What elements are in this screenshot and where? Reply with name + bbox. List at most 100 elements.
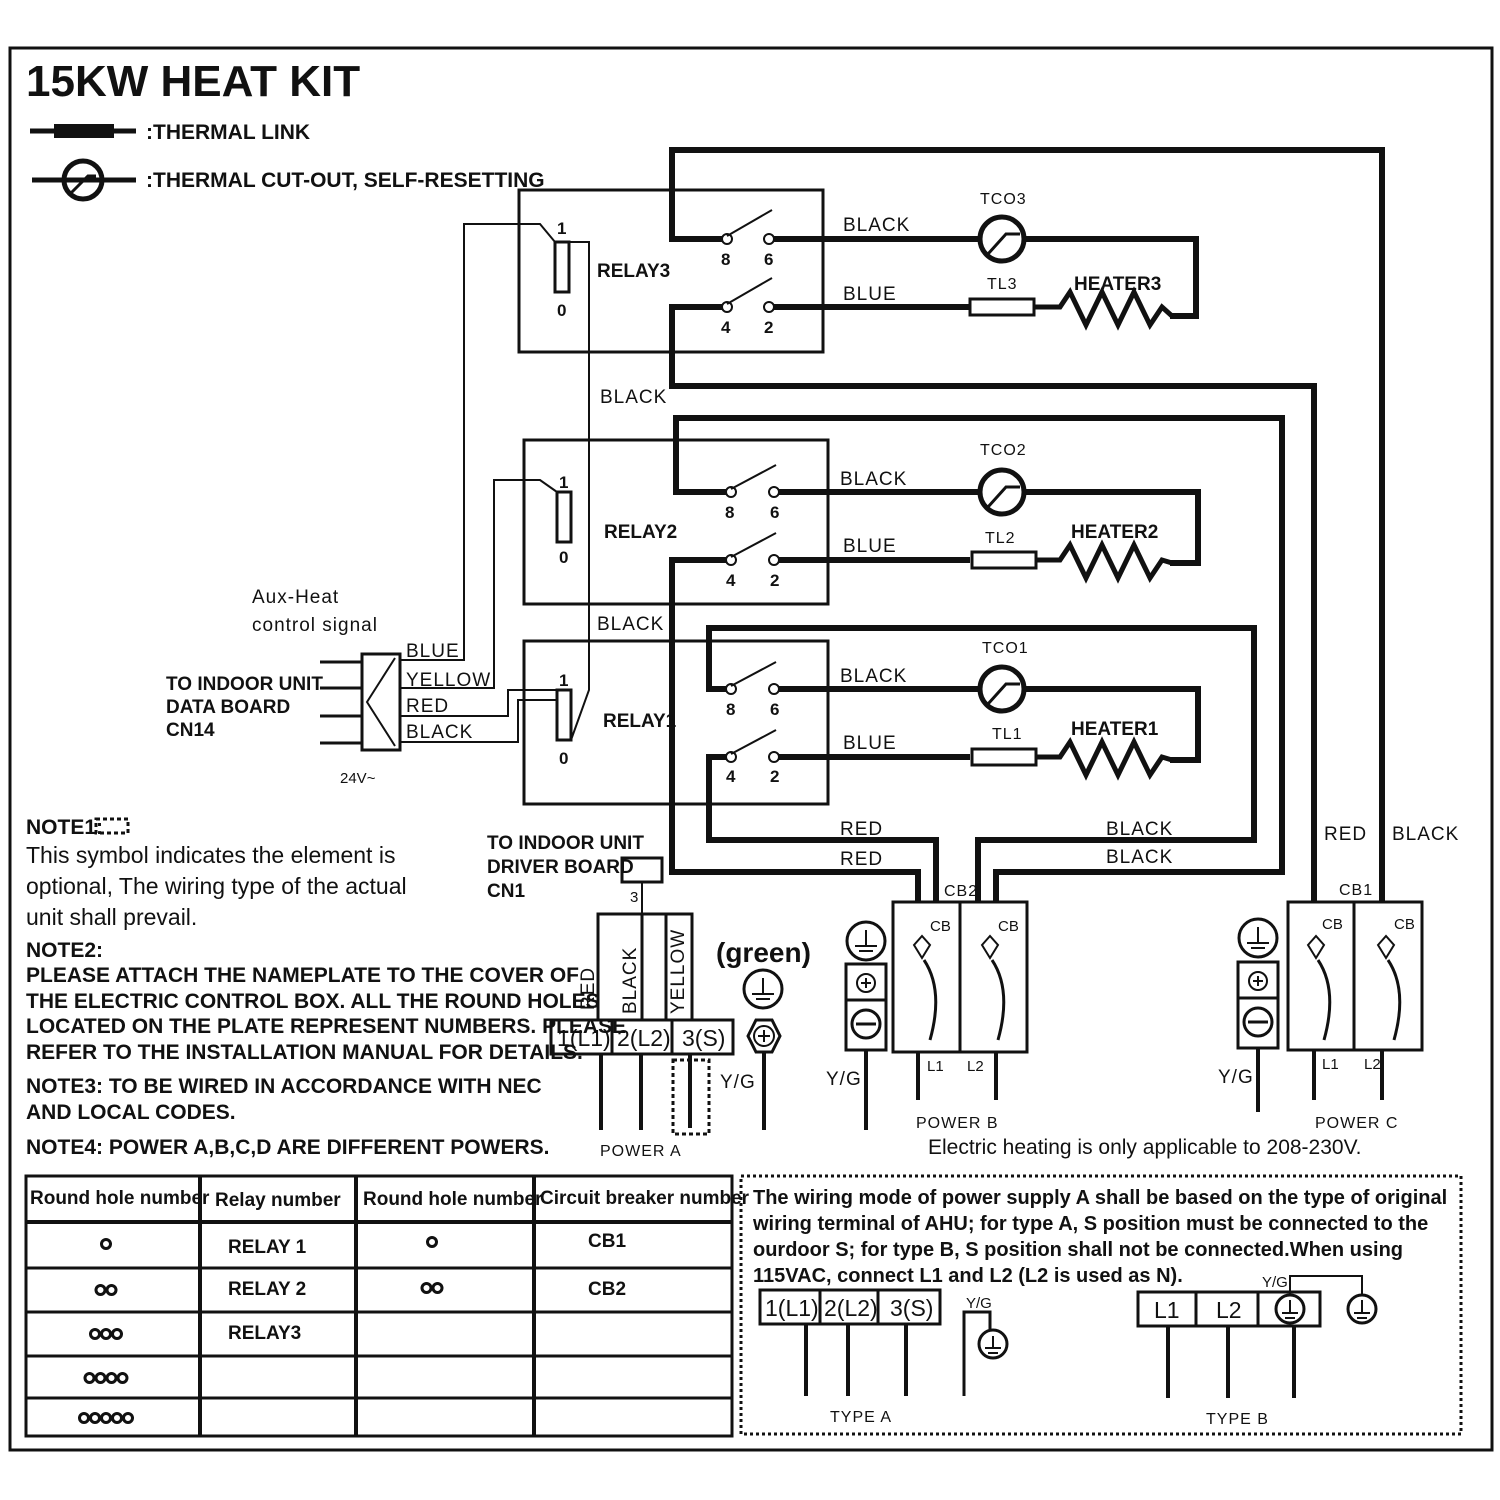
control-black-wire — [400, 699, 557, 743]
relay2-label: RELAY2 — [604, 522, 677, 543]
type-a-ground-icon — [977, 1328, 1009, 1360]
wire-black-label-2: BLACK — [1106, 847, 1173, 868]
round-hole-mark — [78, 1412, 90, 1424]
table-row-2-relay: RELAY 2 — [228, 1279, 306, 1300]
power-a-terminal-2: 2(L2) — [617, 1025, 671, 1051]
relay1-pin-8: 8 — [726, 700, 735, 719]
wire-black-label-c: BLACK — [1392, 824, 1459, 845]
power-b-ground-block — [844, 962, 888, 1052]
tco1-label: TCO1 — [982, 640, 1029, 657]
relay1-label: RELAY1 — [603, 711, 677, 732]
tl3-icon — [968, 297, 1036, 317]
note1-title: NOTE1: — [26, 816, 103, 839]
power-a-green-label: (green) — [716, 937, 811, 968]
relay3-label: RELAY3 — [597, 261, 670, 282]
round-hole-mark — [116, 1372, 129, 1384]
type-b-terminal-1: L1 — [1154, 1297, 1180, 1323]
cn1-pin-label: 3 — [630, 889, 638, 906]
power-b-l1: L1 — [927, 1058, 944, 1075]
aux-heat-label: Aux-Heat — [252, 587, 339, 608]
relay3-coil-bottom: 0 — [557, 301, 566, 320]
hole-marks — [78, 1236, 444, 1424]
relay2-pin-6: 6 — [770, 503, 779, 522]
note3-line-1: NOTE3: TO BE WIRED IN ACCORDANCE WITH NE… — [26, 1075, 542, 1098]
optional-symbol-icon — [94, 817, 130, 835]
type-a-terminal-1: 1(L1) — [765, 1295, 819, 1321]
indoor-driver-label-3: CN1 — [487, 881, 525, 902]
wiring-mode-line-3: ourdoor S; for type B, S position shall … — [753, 1239, 1403, 1261]
power-c-ground-icon — [1237, 917, 1279, 959]
note2-line-4: REFER TO THE INSTALLATION MANUAL FOR DET… — [26, 1041, 583, 1064]
power-a-ground-icon — [742, 968, 784, 1010]
control-black-label: BLACK — [406, 722, 473, 743]
wire-black-label-1: BLACK — [1106, 819, 1173, 840]
outer-frame — [8, 46, 1494, 1452]
heater2-label: HEATER2 — [1071, 522, 1158, 543]
thermal-cutout-icon — [61, 158, 105, 202]
relay3-heater-loop — [1024, 236, 1199, 319]
relay1-box — [522, 639, 830, 806]
hole-table — [24, 1174, 734, 1438]
indoor-data-label-1: TO INDOOR UNIT — [166, 674, 323, 695]
relay3-return-wire — [669, 304, 1317, 902]
relay1-return-wire — [706, 754, 939, 902]
relay2-pin-2: 2 — [770, 571, 779, 590]
relay3-pin-6: 6 — [764, 250, 773, 269]
type-b-label: TYPE B — [1206, 1411, 1269, 1428]
wiring-mode-line-2: wiring terminal of AHU; for type A, S po… — [752, 1213, 1428, 1235]
power-c-ground-block — [1236, 960, 1280, 1050]
note2-title: NOTE2: — [26, 939, 103, 962]
relay2-heater-loop — [1024, 489, 1201, 566]
power-c-label: POWER C — [1315, 1115, 1398, 1132]
note2-line-3: LOCATED ON THE PLATE REPRESENT NUMBERS. … — [26, 1015, 626, 1038]
round-hole-mark — [426, 1236, 438, 1248]
power-a-black-label: BLACK — [620, 947, 641, 1014]
table-header-holes-2: Round hole number — [363, 1189, 543, 1210]
control-blue-wire — [400, 223, 556, 661]
relay3-pin-4: 4 — [721, 318, 731, 337]
relay1-blue-label: BLUE — [843, 733, 897, 754]
type-b-ground-wire — [1289, 1275, 1363, 1296]
relay2-coil-bottom: 0 — [559, 548, 568, 567]
power-a-terminal-3: 3(S) — [682, 1025, 725, 1051]
control-red-wire — [400, 689, 557, 717]
power-c-cb-2: CB — [1394, 916, 1415, 933]
table-row-2-breaker: CB2 — [588, 1279, 626, 1300]
round-hole-mark — [122, 1412, 134, 1424]
round-hole-mark — [100, 1238, 112, 1250]
tco2-icon — [977, 467, 1027, 517]
power-a-red-label: RED — [578, 967, 599, 1010]
power-b-yg-label: Y/G — [826, 1069, 862, 1090]
heater1-icon — [1036, 736, 1173, 781]
relay3-feed-wire — [669, 147, 1385, 902]
note1-line-1: This symbol indicates the element is — [26, 842, 395, 868]
relay1-pin-6: 6 — [770, 700, 779, 719]
relay1-coil — [555, 688, 573, 742]
control-red-label: RED — [406, 696, 449, 717]
table-header-relay: Relay number — [215, 1190, 341, 1211]
relay2-coil — [555, 490, 573, 544]
power-a-yg-label: Y/G — [720, 1072, 756, 1093]
thermal-cutout-legend: :THERMAL CUT-OUT, SELF-RESETTING — [32, 158, 545, 202]
indoor-driver-label-1: TO INDOOR UNIT — [487, 833, 644, 854]
power-a-terminal-1: 1(L1) — [557, 1025, 611, 1051]
tl3-label: TL3 — [987, 276, 1018, 293]
tco1-icon — [977, 664, 1027, 714]
heater1-label: HEATER1 — [1071, 719, 1159, 740]
power-a-label: POWER A — [600, 1143, 682, 1160]
relay2-coil-top: 1 — [559, 473, 568, 492]
thermal-link-legend: :THERMAL LINK — [30, 121, 310, 144]
coil-black-label-2: BLACK — [597, 614, 664, 635]
power-c-yg-label: Y/G — [1218, 1067, 1254, 1088]
thermal-link-icon — [54, 124, 114, 138]
relay2-pin-8: 8 — [725, 503, 734, 522]
relay1-feed-wire — [706, 625, 1257, 902]
coil-black-wire — [569, 241, 590, 741]
relay3-coil — [553, 240, 571, 294]
note1-line-2: optional, The wiring type of the actual — [26, 873, 407, 899]
power-c-l2: L2 — [1364, 1056, 1381, 1073]
tl2-label: TL2 — [985, 530, 1016, 547]
thermal-cutout-legend-label: :THERMAL CUT-OUT, SELF-RESETTING — [146, 169, 545, 192]
type-a-terminal-3: 3(S) — [890, 1295, 933, 1321]
round-hole-mark — [89, 1328, 101, 1340]
